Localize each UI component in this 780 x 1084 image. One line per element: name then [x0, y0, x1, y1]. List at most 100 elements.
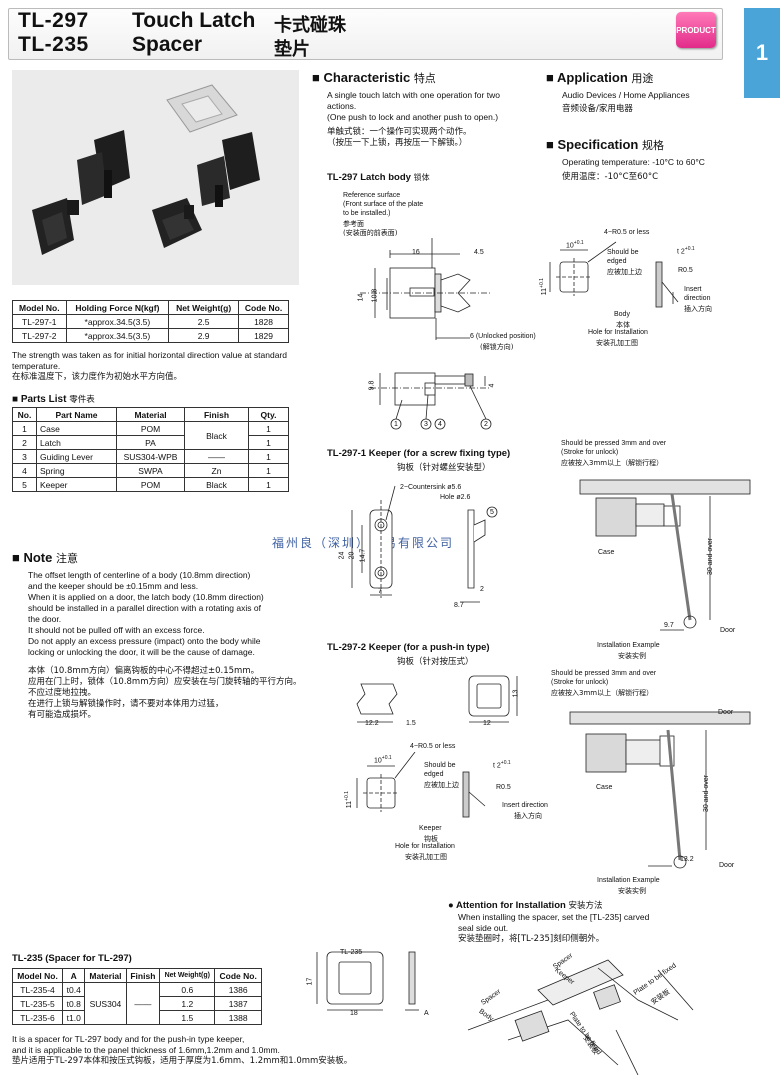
reference-surface-label: Reference surface — [343, 192, 401, 199]
note-line: It should not be pulled off with an exce… — [28, 625, 205, 635]
table-cell: Case — [36, 421, 117, 436]
dim-30-label: 30 and over — [702, 775, 710, 812]
attention-title: ● Attention for Installation 安装方法 — [448, 900, 603, 911]
hole-install-label: Hole for Installation — [395, 843, 455, 850]
dim-30-label: 30 and over — [706, 538, 714, 575]
table-cell: —— — [125, 982, 161, 1025]
table-row: TL-235-4 t0.4 SUS304 —— 0.6 1386 — [11, 982, 262, 1025]
spacer-table: Model No. A Material Finish Net Weight(g… — [11, 968, 262, 1025]
table-cell: SUS304 — [84, 982, 127, 1025]
table-cell: 1 — [248, 421, 289, 436]
unlocked-position-label-cn: (解锁方向) — [480, 343, 514, 351]
parts-list-title-cn: 零件表 — [69, 395, 95, 405]
attention-title-text: Attention for Installation — [456, 900, 566, 911]
table-cell: t0.4 — [62, 982, 86, 997]
product-name-cn-1: 卡式碰珠 — [274, 15, 346, 36]
note-line-cn: 有可能造成损坏。 — [28, 710, 97, 720]
table-cell: 4 — [12, 463, 37, 478]
table-cell: Keeper — [36, 477, 117, 492]
hole-label: Hole ø2.6 — [440, 494, 471, 501]
characteristic-body: A single touch latch with one operation … — [327, 90, 537, 149]
reference-surface-label-cn: 参考面 — [343, 220, 364, 228]
application-title-text: Application — [556, 70, 628, 85]
dim-label: 12.2 — [365, 720, 379, 727]
note-title-cn: 注意 — [55, 552, 78, 565]
net-weight-col-header: Net Weight(g) — [159, 968, 216, 983]
specification-title-cn: 规格 — [642, 139, 665, 152]
edged-label-cn: 应被加上边 — [607, 268, 642, 276]
dim-label: A — [424, 1010, 429, 1017]
product-code-1: TL-297 — [18, 9, 89, 32]
note-line: Do not apply an excess pressure (impact)… — [28, 636, 261, 646]
table-cell: 2 — [12, 435, 37, 450]
dim-label: 9.8 — [368, 380, 376, 391]
spacer-title: TL-235 (Spacer for TL-297) — [12, 953, 132, 964]
reference-surface-label-cn: (安装面的前表面) — [343, 229, 398, 237]
table-cell: TL-235-5 — [11, 996, 64, 1011]
holding-force-col-header: Holding Force N(kgf) — [65, 300, 170, 315]
characteristic-line: (One push to lock and another push to op… — [327, 112, 499, 122]
attention-drawing — [467, 959, 694, 1075]
table-cell: 1.5 — [159, 1010, 216, 1025]
characteristic-title-cn: 特点 — [413, 72, 436, 85]
reference-surface-label: (Front surface of the plate — [343, 201, 424, 208]
spacer-note-line: and it is applicable to the panel thickn… — [12, 1045, 280, 1055]
dim-132-label: 13.2 — [680, 856, 694, 863]
keeper-label-cn: 钩板 — [424, 835, 438, 843]
hole-width-label: 10+0.1 — [566, 240, 584, 249]
spacer-table-header: Model No. A Material Finish Net Weight(g… — [11, 968, 262, 983]
table-row: 2 Latch PA 1 — [12, 435, 289, 450]
callout-3: 3 — [424, 421, 428, 428]
note-line-cn: 本体（10.8mm方向）偏离钩板的中心不得超过±0.15mm。 — [28, 666, 260, 676]
dim-label: 24 — [338, 551, 346, 560]
specification-en: Operating temperature: -10°C to 60°C — [562, 157, 705, 167]
keeper-label: Keeper — [419, 825, 442, 832]
table-cell: Black — [184, 421, 249, 450]
table-cell: Spring — [36, 463, 117, 478]
insert-label: direction — [684, 295, 711, 302]
dim-label: 8.7 — [454, 602, 464, 609]
model-table-header: Model No. Holding Force N(kgf) Net Weigh… — [12, 300, 289, 315]
thickness-label: t 2+0.1 — [493, 760, 511, 769]
table-cell: TL-235-6 — [11, 1010, 64, 1025]
hole-width-value: 10 — [566, 242, 574, 250]
table-row: TL-297-2 *approx.34.5(3.5) 2.9 1829 — [12, 328, 289, 343]
application-en: Audio Devices / Home Appliances — [562, 90, 690, 100]
dim-label: 4.5 — [474, 249, 484, 256]
callout-5: 5 — [490, 509, 494, 516]
table-cell: SUS304-WPB — [116, 449, 185, 464]
specification-cn: 使用温度：-10°C至60°C — [562, 172, 659, 182]
thickness-tol: +0.1 — [684, 246, 695, 252]
table-cell: 1388 — [214, 1010, 262, 1025]
door-label: Door — [719, 862, 735, 869]
thickness-value: t 2 — [493, 762, 501, 770]
model-table-note: The strength was taken as for initial ho… — [12, 350, 287, 371]
attention-body: When installing the spacer, set the [TL-… — [458, 912, 649, 945]
install-example-label-cn: 安装实例 — [618, 652, 646, 660]
application-title: ■ Application 用途 — [546, 70, 654, 85]
dim-label: 10.8 — [371, 288, 379, 303]
dim-label: 20 — [348, 551, 356, 560]
hole-width-tol: +0.1 — [381, 755, 392, 761]
spacer-note-line-cn: 垫片适用于TL-297本体和按压式钩板，适用于厚度为1.6mm、1.2mm和1.… — [12, 1056, 353, 1066]
spacer-note: It is a spacer for TL-297 body and for t… — [12, 1034, 352, 1067]
callout-4: 4 — [438, 421, 442, 428]
edged-label: Should be — [424, 762, 456, 769]
table-cell: *approx.34.5(3.5) — [65, 328, 170, 343]
hole-height-value: 11 — [346, 800, 354, 809]
table-cell: 1 — [248, 477, 289, 492]
table-cell: PA — [116, 435, 185, 450]
table-cell: *approx.34.5(3.5) — [65, 314, 170, 329]
table-cell: 1828 — [238, 314, 289, 329]
keeper1-title-cn: 钩板（针对螺丝安装型） — [397, 463, 491, 473]
table-cell: t1.0 — [62, 1010, 86, 1025]
spacer-note-line: It is a spacer for TL-297 body and for t… — [12, 1034, 245, 1044]
dim-97-label: 9.7 — [664, 622, 674, 629]
door-label: Door — [718, 709, 734, 716]
characteristic-title-text: Characteristic — [323, 70, 411, 85]
reference-surface-label: to be installed.) — [343, 210, 391, 217]
note-line-cn: 不应过度地拉拽。 — [28, 688, 97, 698]
case-label: Case — [598, 549, 615, 556]
latch-body-title-cn: 锁体 — [413, 173, 430, 182]
hole-install-label-cn: 安装孔加工图 — [405, 853, 447, 861]
